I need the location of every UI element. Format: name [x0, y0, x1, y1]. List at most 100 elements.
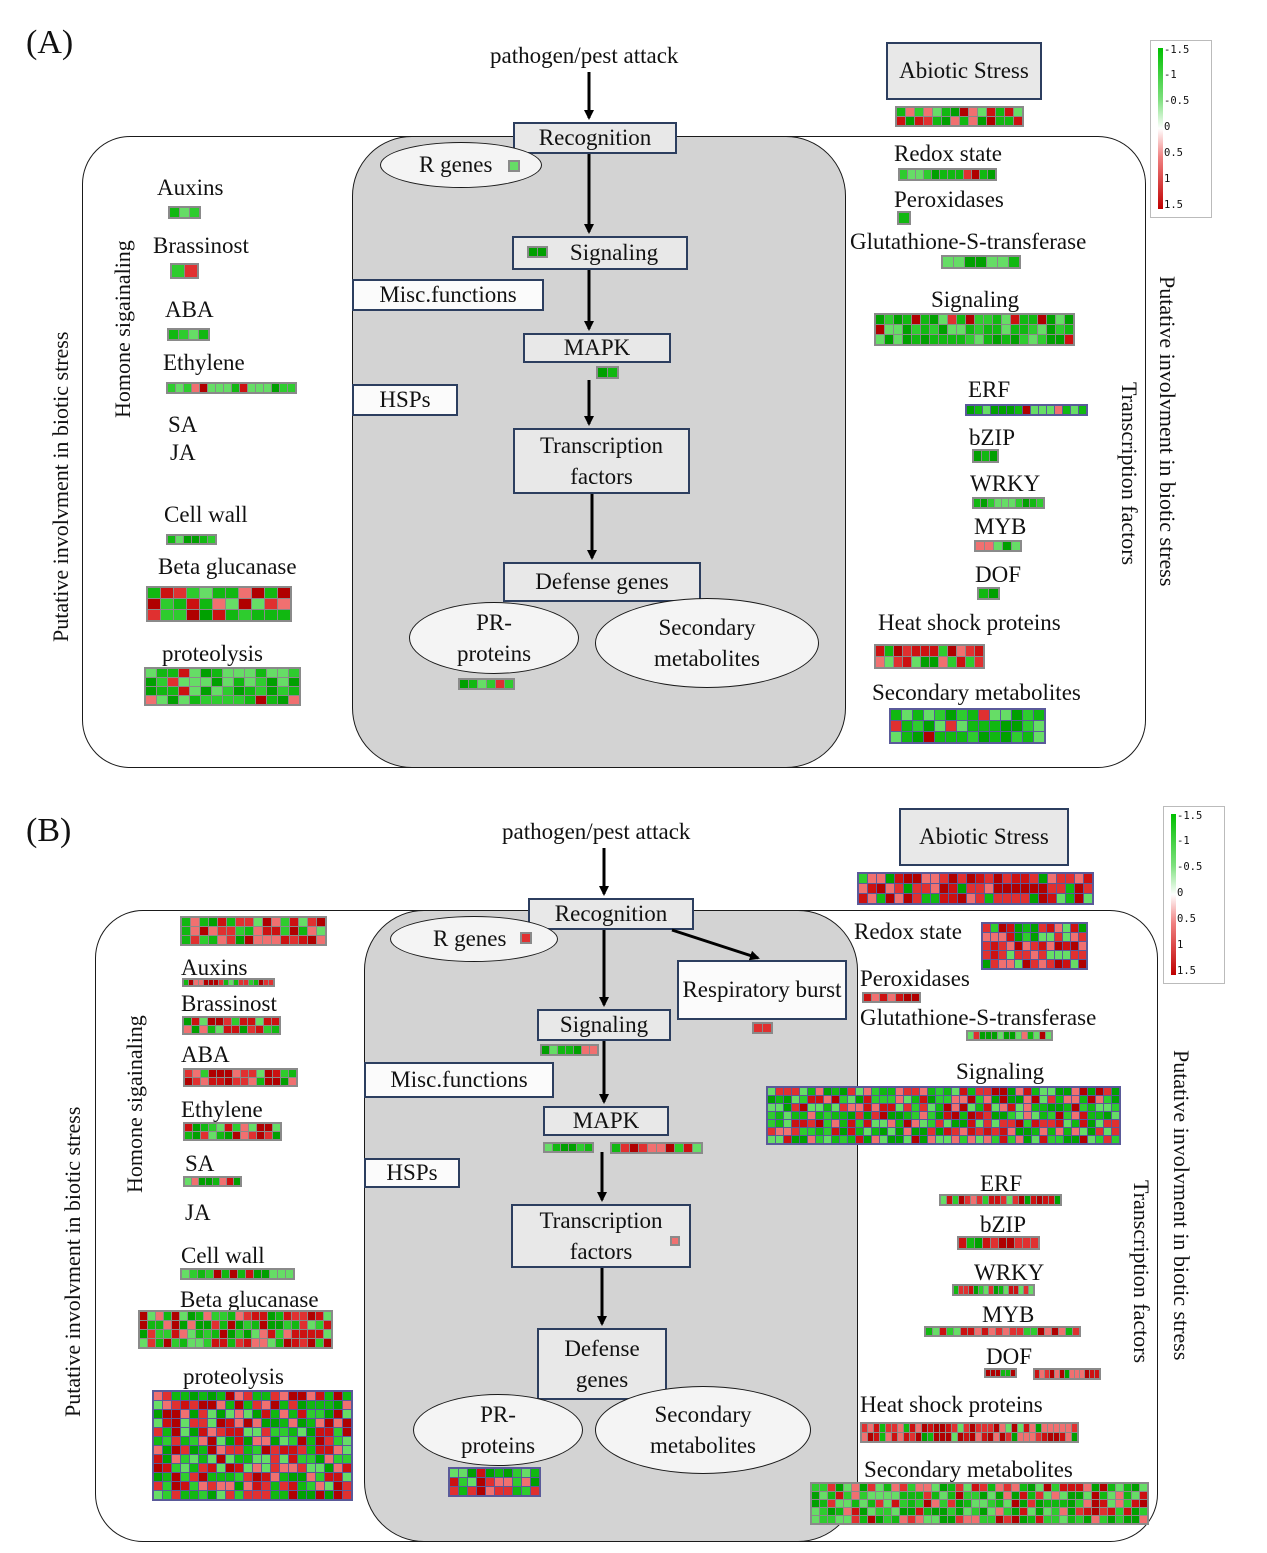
- heatmap-cell: [974, 499, 980, 507]
- heatmap-cell: [972, 1508, 979, 1515]
- heatmap-cell: [900, 1500, 907, 1507]
- heatmap-cell: [872, 1096, 879, 1103]
- heatmap-cell: [776, 1096, 783, 1103]
- heatmap-cell: [1088, 1120, 1095, 1127]
- heatmap-cell: [979, 732, 989, 742]
- heatmap-cell: [1076, 1492, 1083, 1499]
- heatmap-cell: [976, 1128, 983, 1135]
- panel-b-heatmap-hsp: [860, 1422, 1079, 1443]
- heatmap-cell: [220, 1321, 227, 1329]
- heatmap-cell: [958, 1433, 963, 1441]
- heatmap-cell: [912, 646, 920, 656]
- heatmap-cell: [1132, 1516, 1139, 1523]
- heatmap-cell: [1015, 933, 1022, 941]
- heatmap-cell: [1116, 1500, 1123, 1507]
- heatmap-cell: [1088, 1112, 1095, 1119]
- heatmap-cell: [856, 1104, 863, 1111]
- heatmap-cell: [1060, 1508, 1067, 1515]
- panel-b-heatmap-rgenes: [520, 932, 532, 944]
- heatmap-cell: [263, 936, 271, 944]
- heatmap-cell: [272, 927, 280, 935]
- heatmap-cell: [991, 942, 998, 950]
- panel-a-color-legend: -1.5 -1 -0.5 0 0.5 1 1.5: [1150, 40, 1212, 218]
- heatmap-cell: [1079, 933, 1086, 941]
- heatmap-cell: [1124, 1484, 1131, 1491]
- heatmap-cell: [1096, 1120, 1103, 1127]
- heatmap-cell: [276, 1321, 283, 1329]
- heatmap-cell: [262, 1491, 270, 1499]
- heatmap-cell: [904, 1112, 911, 1119]
- heatmap-cell: [190, 696, 200, 704]
- heatmap-cell: [1032, 1136, 1039, 1143]
- heatmap-cell: [992, 1120, 999, 1127]
- heatmap-cell: [940, 1516, 947, 1523]
- heatmap-cell: [223, 687, 233, 695]
- heatmap-cell: [276, 1339, 283, 1347]
- heatmap-cell: [988, 1424, 993, 1432]
- heatmap-cell: [996, 117, 1004, 125]
- heatmap-cell: [154, 1410, 162, 1418]
- heatmap-cell: [271, 1446, 279, 1454]
- heatmap-cell: [236, 1312, 243, 1320]
- heatmap-cell: [903, 325, 911, 334]
- heatmap-cell: [976, 542, 984, 550]
- heatmap-cell: [278, 669, 288, 677]
- heatmap-cell: [257, 1070, 264, 1077]
- panel-b-heatmap-redox: [981, 922, 1088, 970]
- heatmap-cell: [236, 1339, 243, 1347]
- heatmap-cell: [201, 1132, 208, 1139]
- heatmap-cell: [1140, 1508, 1147, 1515]
- heatmap-cell: [156, 1339, 163, 1347]
- heatmap-cell: [163, 1419, 171, 1427]
- heatmap-cell: [920, 1104, 927, 1111]
- heatmap-cell: [254, 936, 262, 944]
- panel-a-abiotic-box: Abiotic Stress: [886, 42, 1042, 100]
- heatmap-cell: [212, 1312, 219, 1320]
- heatmap-cell: [324, 1321, 331, 1329]
- heatmap-cell: [561, 1144, 568, 1151]
- heatmap-cell: [1030, 874, 1038, 883]
- heatmap-cell: [1023, 732, 1033, 742]
- heatmap-cell: [1056, 1128, 1063, 1135]
- heatmap-cell: [1080, 1136, 1087, 1143]
- panel-a-label-myb: MYB: [974, 514, 1027, 539]
- heatmap-cell: [254, 980, 258, 985]
- heatmap-cell: [872, 1112, 879, 1119]
- heatmap-cell: [188, 1321, 195, 1329]
- heatmap-cell: [212, 696, 222, 704]
- heatmap-cell: [184, 536, 191, 543]
- heatmap-cell: [894, 315, 902, 324]
- heatmap-cell: [217, 1410, 225, 1418]
- panel-a-heatmap-rgenes: [508, 160, 520, 172]
- heatmap-cell: [226, 1419, 234, 1427]
- heatmap-cell: [1031, 1196, 1036, 1204]
- heatmap-cell: [190, 1419, 198, 1427]
- heatmap-cell: [1064, 1096, 1071, 1103]
- heatmap-cell: [244, 1339, 251, 1347]
- heatmap-cell: [172, 1446, 180, 1454]
- heatmap-cell: [307, 1428, 315, 1436]
- heatmap-cell: [262, 1410, 270, 1418]
- heatmap-cell: [776, 1136, 783, 1143]
- heatmap-cell: [980, 1516, 987, 1523]
- heatmap-cell: [969, 117, 977, 125]
- heatmap-cell: [920, 1096, 927, 1103]
- heatmap-cell: [896, 1088, 903, 1095]
- heatmap-cell: [969, 1286, 973, 1294]
- heatmap-cell: [1040, 1112, 1047, 1119]
- heatmap-cell: [334, 1455, 342, 1463]
- heatmap-cell: [170, 208, 179, 217]
- heatmap-cell: [1030, 884, 1038, 893]
- heatmap-cell: [968, 1120, 975, 1127]
- heatmap-cell: [913, 894, 921, 903]
- heatmap-cell: [164, 1339, 171, 1347]
- heatmap-cell: [672, 1238, 678, 1244]
- heatmap-cell: [1019, 1286, 1023, 1294]
- heatmap-cell: [164, 1330, 171, 1338]
- heatmap-cell: [208, 1401, 216, 1409]
- heatmap-cell: [1044, 1516, 1051, 1523]
- heatmap-cell: [477, 1487, 485, 1495]
- heatmap-cell: [505, 680, 513, 688]
- heatmap-cell: [292, 1339, 299, 1347]
- heatmap-cell: [891, 710, 901, 720]
